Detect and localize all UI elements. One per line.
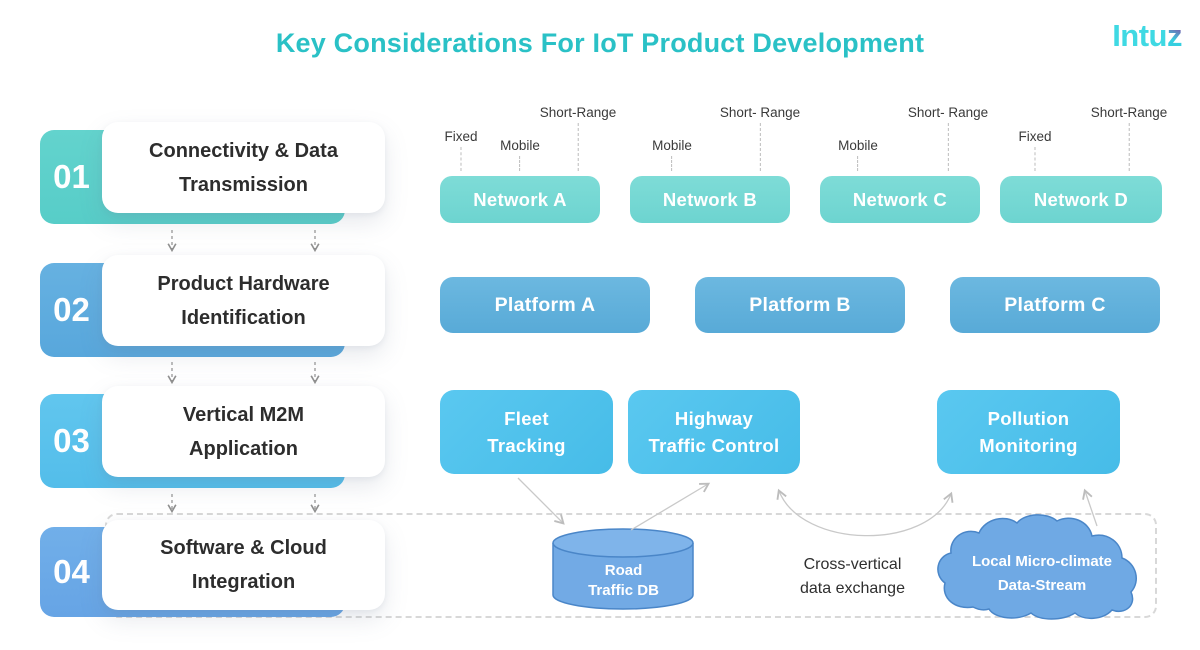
database-cylinder-icon [552, 528, 694, 610]
network-tag-mobile: Mobile [500, 138, 540, 171]
step-card-line: Product Hardware [157, 272, 330, 295]
step-number-01: 01 [53, 158, 90, 195]
step-card-hardware: Product Hardware Identification [102, 255, 385, 346]
fleet-tracking-box: Fleet Tracking [440, 390, 613, 474]
dashed-callout-line [460, 147, 462, 171]
network-tag-short-range: Short- Range [720, 105, 800, 171]
step-number-04: 04 [53, 553, 90, 590]
network-tag-fixed: Fixed [444, 129, 478, 171]
network-tag-short-range: Short-Range [1091, 105, 1167, 171]
intuz-logo: Intuz [1112, 18, 1182, 54]
dashed-callout-line [857, 156, 859, 171]
road-traffic-db-label: Road Traffic DB [588, 562, 659, 599]
dashed-callout-line [1034, 147, 1036, 171]
micro-climate-stream-label: Local Micro-climate Data-Stream [971, 553, 1113, 594]
step-card-line: Connectivity & Data [149, 139, 338, 162]
network-d-box: Network D [1000, 176, 1162, 223]
dashed-callout-line [759, 123, 761, 171]
step-card-cloud: Software & Cloud Integration [102, 520, 385, 610]
step-card-m2m: Vertical M2M Application [102, 386, 385, 477]
dashed-callout-line [947, 123, 949, 171]
network-tag-short-range: Short- Range [908, 105, 988, 171]
dashed-callout-line [671, 156, 673, 171]
page-title: Key Considerations For IoT Product Devel… [275, 28, 925, 58]
logo-z: z [1167, 18, 1183, 53]
step-card-line: Application [189, 437, 298, 460]
step-card-line: Integration [191, 571, 296, 593]
platform-a-box: Platform A [440, 277, 650, 333]
network-c-box: Network C [820, 176, 980, 223]
dashed-callout-line [577, 123, 579, 171]
platform-b-box: Platform B [695, 277, 905, 333]
step-card-line: Vertical M2M [182, 403, 305, 426]
network-tag-fixed: Fixed [1018, 129, 1052, 171]
platform-c-box: Platform C [950, 277, 1160, 333]
logo-text: Intu [1112, 18, 1167, 53]
pollution-monitoring-box: Pollution Monitoring [937, 390, 1120, 474]
step-card-line: Software & Cloud [160, 537, 327, 559]
network-tag-mobile: Mobile [838, 138, 878, 171]
step-card-connectivity: Connectivity & Data Transmission [102, 122, 385, 213]
network-a-box: Network A [440, 176, 600, 223]
step-card-line: Transmission [179, 173, 308, 196]
network-tag-short-range: Short-Range [540, 105, 616, 171]
step-card-line: Identification [181, 306, 306, 329]
step-number-03: 03 [53, 422, 90, 459]
cross-vertical-exchange-label: Cross-vertical data exchange [800, 556, 905, 597]
step-number-02: 02 [53, 291, 90, 328]
dashed-callout-line [1128, 123, 1130, 171]
dashed-callout-line [519, 156, 521, 171]
highway-traffic-control-box: Highway Traffic Control [628, 390, 800, 474]
cloud-icon [937, 514, 1137, 620]
network-tag-mobile: Mobile [652, 138, 692, 171]
network-b-box: Network B [630, 176, 790, 223]
